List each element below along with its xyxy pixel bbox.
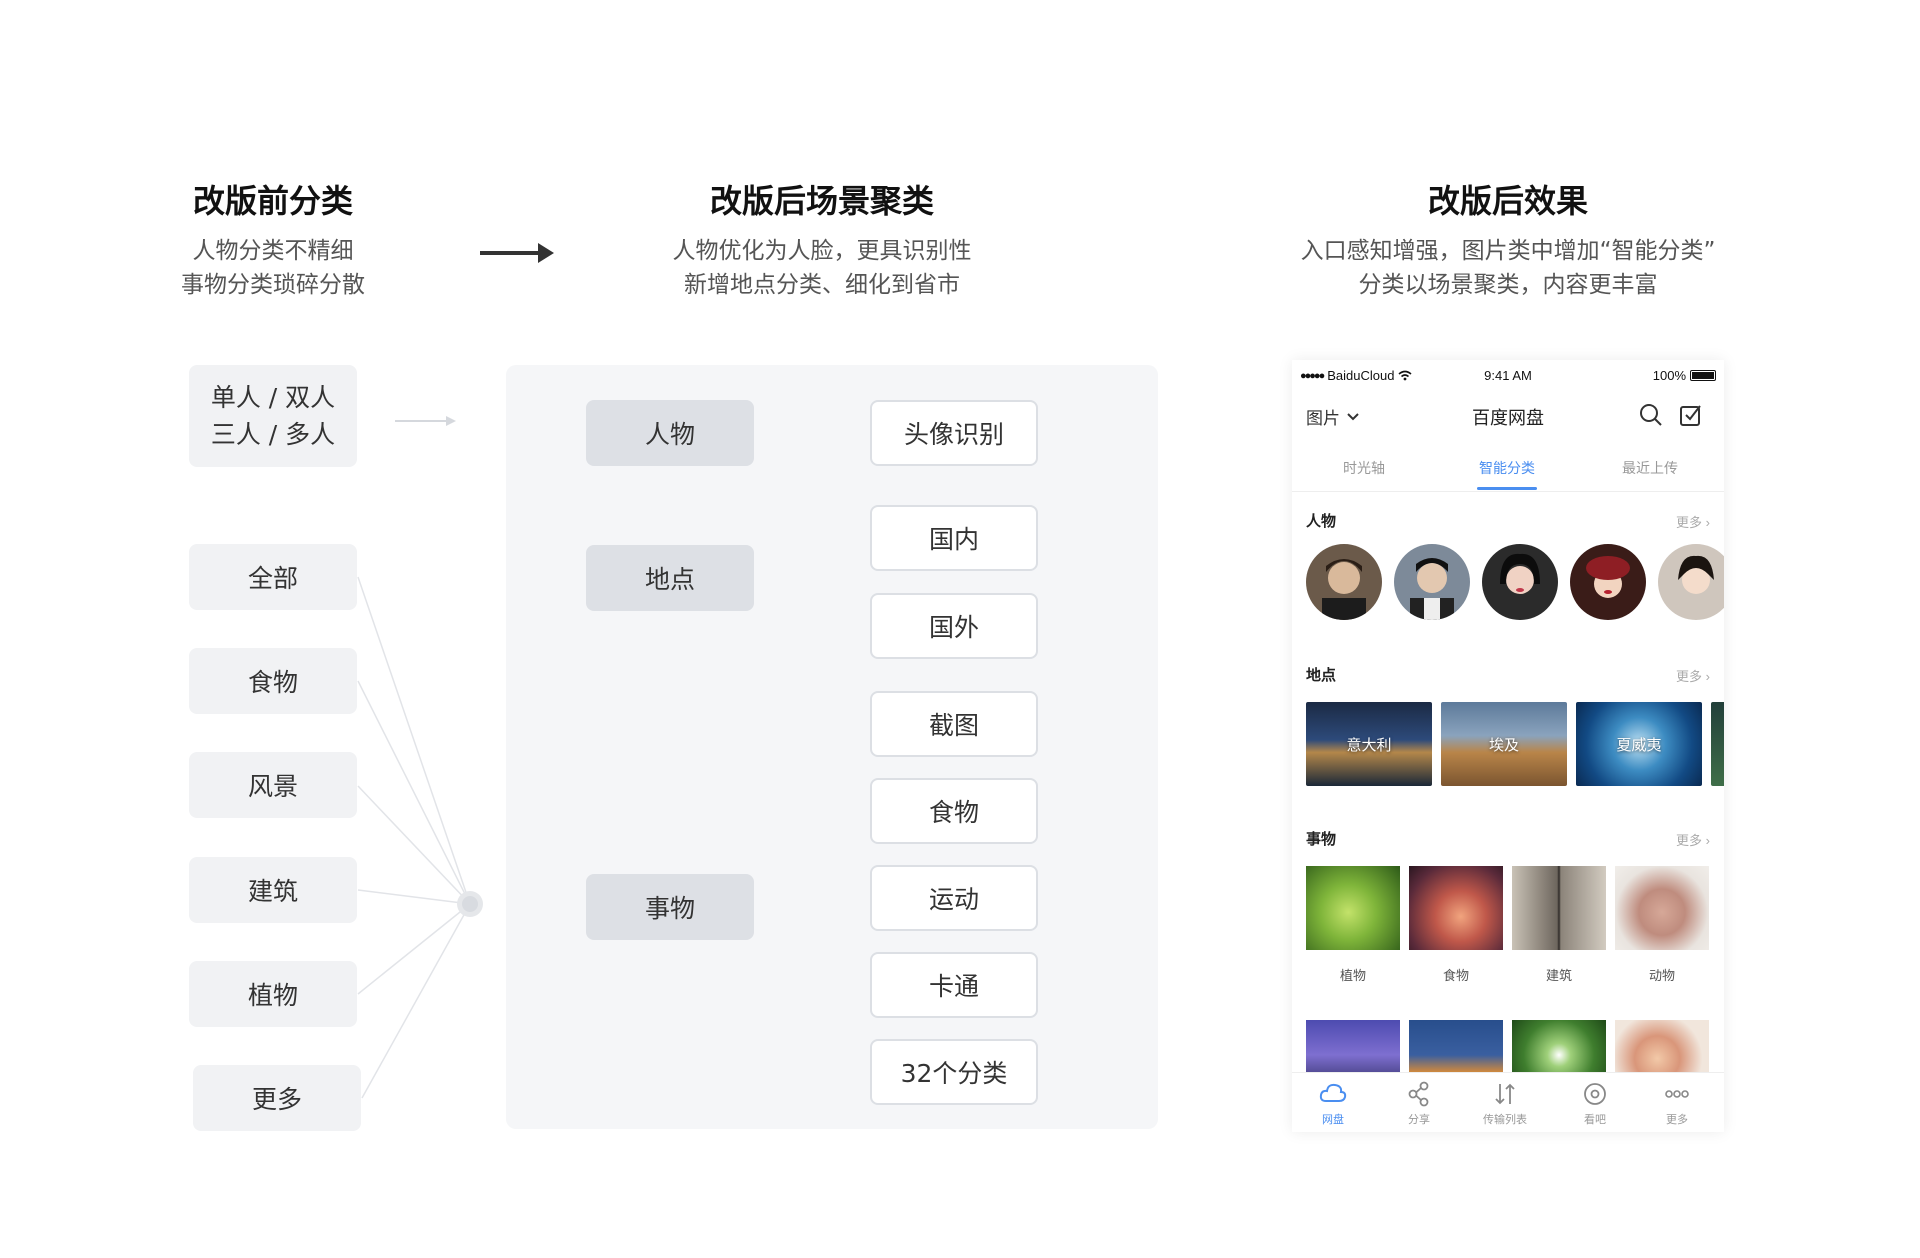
nav-bar: 图片 百度网盘 <box>1292 396 1724 436</box>
cluster-sub-domestic: 国内 <box>870 505 1038 571</box>
chevron-down-icon <box>1347 412 1359 420</box>
before-title: 改版前分类 <box>192 182 353 220</box>
before-item-more: 更多 <box>193 1065 361 1131</box>
tab-smart-category[interactable]: 智能分类 <box>1479 460 1535 476</box>
phone-mockup: ●●●●● BaiduCloud 9:41 AM 100% 图片 百度网盘 时光… <box>1292 360 1724 1132</box>
face-avatar[interactable] <box>1394 544 1470 620</box>
wifi-icon <box>1398 370 1412 381</box>
thing-label: 建筑 <box>1545 968 1572 983</box>
eye-icon <box>1584 1083 1606 1105</box>
bottom-tab-bar: 网盘 分享 传输列表 看吧 更多 <box>1292 1072 1724 1132</box>
before-item-building: 建筑 <box>189 857 357 923</box>
bottom-tab-cloud[interactable]: 网盘 <box>1298 1079 1368 1127</box>
thing-label: 动物 <box>1648 968 1675 983</box>
place-italy[interactable]: 意大利 <box>1306 702 1432 786</box>
cluster-sub-sport: 运动 <box>870 865 1038 931</box>
before-subtitle: 人物分类不精细 事物分类琐碎分散 <box>181 238 365 298</box>
place-next-peek[interactable] <box>1711 702 1724 786</box>
before-item-food: 食物 <box>189 648 357 714</box>
bottom-tab-more[interactable]: 更多 <box>1642 1079 1712 1127</box>
carrier-name: BaiduCloud <box>1327 368 1395 383</box>
battery-percent: 100% <box>1652 368 1686 383</box>
status-time: 9:41 AM <box>1484 368 1532 383</box>
before-item-plant: 植物 <box>189 961 357 1027</box>
cluster-category-thing: 事物 <box>586 874 754 940</box>
tab-recent[interactable]: 最近上传 <box>1622 460 1678 476</box>
thing-label: 食物 <box>1442 968 1469 983</box>
face-avatar[interactable] <box>1482 544 1558 620</box>
cluster-subtitle: 人物优化为人脸，更具识别性 新增地点分类、细化到省市 <box>672 238 972 298</box>
cluster-category-people: 人物 <box>586 400 754 466</box>
before-item-scenery: 风景 <box>189 752 357 818</box>
place-label: 夏威夷 <box>1616 736 1662 754</box>
album-selector-label: 图片 <box>1306 409 1340 428</box>
cluster-title: 改版后场景聚类 <box>709 182 934 220</box>
search-icon[interactable] <box>1638 402 1664 428</box>
section-things-title: 事物 <box>1306 831 1337 848</box>
thing-plant-image[interactable] <box>1306 866 1400 950</box>
share-icon <box>1408 1081 1429 1107</box>
nav-title: 百度网盘 <box>1472 408 1544 428</box>
face-avatar[interactable] <box>1570 544 1646 620</box>
signal-icon: ●●●●● <box>1300 369 1325 382</box>
bottom-tab-transfer[interactable]: 传输列表 <box>1470 1079 1540 1127</box>
thing-building-image[interactable] <box>1512 866 1606 950</box>
thing-food-image[interactable] <box>1409 866 1503 950</box>
section-people-title: 人物 <box>1306 513 1337 530</box>
select-icon[interactable] <box>1678 402 1704 428</box>
cluster-panel <box>506 365 1158 1129</box>
tab-bar: 时光轴 智能分类 最近上传 <box>1292 446 1724 492</box>
status-bar: ●●●●● BaiduCloud 9:41 AM 100% <box>1292 360 1724 390</box>
section-things-more[interactable]: 更多 › <box>1676 833 1710 848</box>
section-people-more[interactable]: 更多 › <box>1676 515 1710 530</box>
cloud-icon <box>1319 1083 1347 1102</box>
more-dots-icon <box>1665 1090 1689 1098</box>
bottom-tab-share[interactable]: 分享 <box>1384 1079 1454 1127</box>
cluster-sub-screenshot: 截图 <box>870 691 1038 757</box>
before-people-box: 单人 / 双人 三人 / 多人 <box>189 365 357 467</box>
thing-animal-image[interactable] <box>1615 866 1709 950</box>
section-places-more[interactable]: 更多 › <box>1676 669 1710 684</box>
cluster-sub-abroad: 国外 <box>870 593 1038 659</box>
cluster-category-place: 地点 <box>586 545 754 611</box>
transfer-icon <box>1495 1083 1515 1105</box>
place-label: 埃及 <box>1488 736 1519 754</box>
effect-subtitle: 入口感知增强，图片类中增加“智能分类” 分类以场景聚类，内容更丰富 <box>1300 238 1716 298</box>
face-avatar[interactable] <box>1306 544 1382 620</box>
thing-label: 植物 <box>1339 968 1366 983</box>
cluster-sub-food: 食物 <box>870 778 1038 844</box>
place-hawaii[interactable]: 夏威夷 <box>1576 702 1702 786</box>
place-label: 意大利 <box>1346 736 1392 754</box>
place-egypt[interactable]: 埃及 <box>1441 702 1567 786</box>
bottom-tab-watch[interactable]: 看吧 <box>1560 1079 1630 1127</box>
cluster-sub-32-categories: 32个分类 <box>870 1039 1038 1105</box>
section-places-title: 地点 <box>1306 667 1337 684</box>
tab-active-indicator <box>1477 487 1537 490</box>
face-avatar[interactable] <box>1658 544 1724 620</box>
before-item-all: 全部 <box>189 544 357 610</box>
battery-icon <box>1690 370 1716 381</box>
album-selector[interactable]: 图片 <box>1306 404 1360 429</box>
effect-title: 改版后效果 <box>1427 182 1588 220</box>
cluster-sub-cartoon: 卡通 <box>870 952 1038 1018</box>
cluster-sub-face: 头像识别 <box>870 400 1038 466</box>
tab-timeline[interactable]: 时光轴 <box>1343 460 1385 476</box>
